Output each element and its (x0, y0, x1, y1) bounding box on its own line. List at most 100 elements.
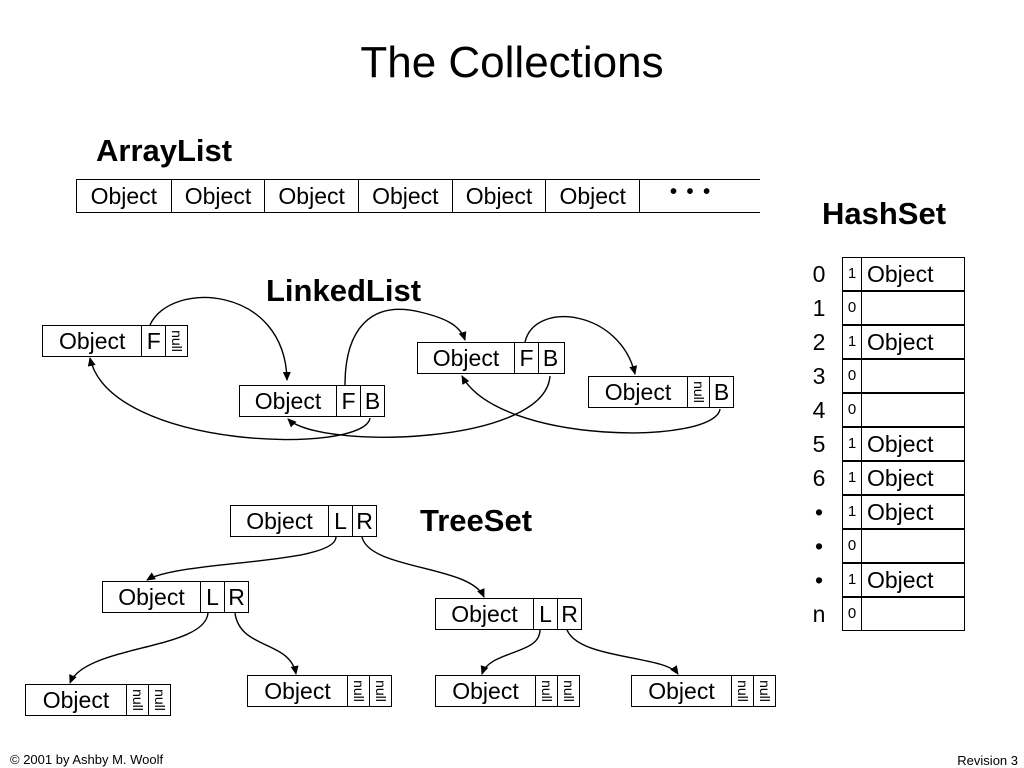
treeset-node: Object L R (230, 505, 377, 537)
arraylist-cell: Object (90, 182, 158, 209)
node-object: Object (648, 677, 715, 704)
slide-title: The Collections (360, 38, 664, 87)
arraylist-heading: ArrayList (96, 133, 233, 168)
hashset-index: 4 (812, 397, 826, 423)
node-object: Object (604, 378, 672, 405)
hashset-index: 2 (812, 329, 826, 355)
hashset-index: 1 (812, 295, 826, 321)
left-child-arrow (69, 612, 209, 684)
node-back: B (360, 386, 384, 416)
node-right-null: null (753, 676, 775, 706)
right-child-arrow (234, 612, 299, 675)
arraylist-top-border (76, 179, 760, 180)
node-object: Object (264, 677, 331, 704)
node-object: Object (118, 583, 185, 610)
node-left-null: null (126, 685, 148, 715)
node-right: R (224, 582, 248, 612)
node-right-null: null (557, 676, 579, 706)
node-object: Object (58, 327, 126, 354)
back-arrow (87, 357, 371, 441)
hashset-index: • (814, 567, 824, 593)
node-object: Object (254, 387, 322, 414)
node-right: R (352, 506, 376, 536)
arraylist-cell: Object (545, 179, 639, 213)
linkedlist-node: Object null B (588, 376, 734, 408)
revision-text: Revision 3 (957, 753, 1018, 768)
arraylist-cell: Object (358, 179, 452, 213)
hashset-bucket-value: Object (861, 461, 965, 495)
hashset-bucket-value (861, 393, 965, 427)
linkedlist-heading: LinkedList (266, 273, 422, 308)
hashset-bucket-value: Object (861, 325, 965, 359)
forward-arrow (524, 316, 638, 375)
arraylist-strip: Object Object Object Object Object Objec… (76, 179, 760, 213)
linkedlist-node: Object F B (239, 385, 385, 417)
node-left: L (200, 582, 224, 612)
node-object: Object (451, 600, 518, 627)
node-object: Object (432, 344, 500, 371)
forward-arrow (149, 296, 291, 381)
treeset-node: Object null null (247, 675, 392, 707)
node-left-null: null (731, 676, 753, 706)
right-child-arrow (361, 536, 485, 598)
hashset-heading: HashSet (822, 196, 947, 231)
node-object: Object (452, 677, 519, 704)
node-right: R (557, 599, 581, 629)
node-back: B (709, 377, 733, 407)
hashset-bucket-value (861, 529, 965, 563)
hashset-bucket-value (861, 291, 965, 325)
hashset-bucket-value (861, 597, 965, 631)
node-object: Object (42, 686, 110, 713)
hashset-bucket-value: Object (861, 563, 965, 597)
node-forward: F (141, 326, 165, 356)
hashset-index: 3 (812, 363, 826, 389)
arraylist-cell: Object (451, 179, 546, 213)
hashset-index: 6 (812, 465, 826, 491)
node-object: Object (246, 507, 313, 534)
treeset-heading: TreeSet (420, 503, 533, 538)
node-left-null: null (347, 676, 369, 706)
hashset-index: 0 (812, 261, 826, 287)
left-child-arrow (480, 629, 541, 675)
node-right-null: null (148, 685, 170, 715)
treeset-node: Object null null (435, 675, 580, 707)
arraylist-ellipsis: • • • (670, 181, 713, 203)
node-forward-null: null (687, 377, 709, 407)
back-arrow (461, 375, 721, 434)
treeset-node: Object null null (631, 675, 776, 707)
forward-arrow (344, 308, 467, 386)
hashset-index: 5 (812, 431, 826, 457)
arraylist-cell: Object (170, 179, 265, 213)
hashset-bucket-value: Object (861, 257, 965, 291)
node-left: L (533, 599, 557, 629)
hashset-index: • (814, 533, 824, 559)
arraylist-cells: Object Object Object Object Object Objec… (76, 179, 640, 213)
treeset-node: Object null null (25, 684, 171, 716)
arraylist-cell: Object (264, 179, 358, 213)
node-right-null: null (369, 676, 391, 706)
node-back: B (538, 343, 562, 373)
treeset-node: Object L R (102, 581, 249, 613)
node-forward: F (336, 386, 360, 416)
hashset-bucket-value: Object (861, 495, 965, 529)
back-arrow (287, 375, 551, 438)
node-forward: F (514, 343, 538, 373)
hashset-index: • (814, 499, 824, 525)
arraylist-bottom-border (76, 212, 760, 213)
node-left: L (328, 506, 352, 536)
hashset-bucket-value: Object (861, 427, 965, 461)
linkedlist-node: Object F null (42, 325, 188, 357)
hashset-index: n (812, 601, 826, 627)
